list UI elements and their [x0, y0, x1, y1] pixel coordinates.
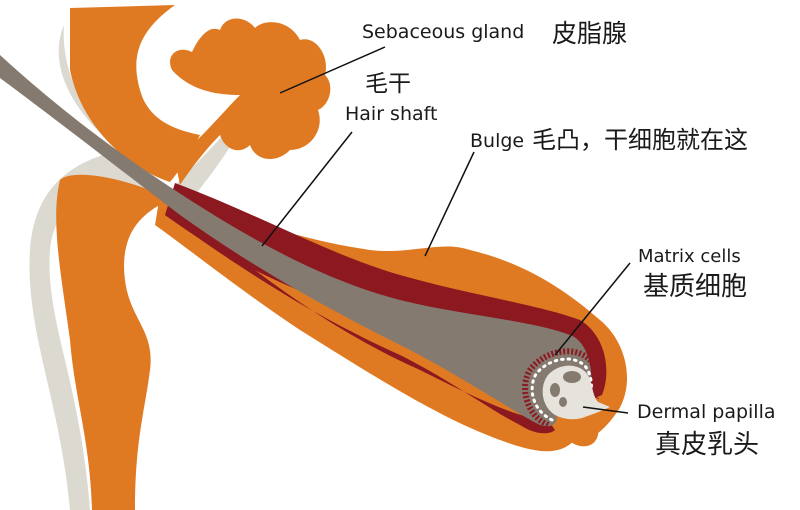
label-bulge-en: Bulge [470, 130, 525, 152]
bulb-lip [565, 419, 599, 447]
label-dermal-papilla-en: Dermal papilla [637, 401, 776, 423]
label-hair-shaft-zh: 毛干 [365, 71, 411, 97]
dermal-papilla [542, 365, 610, 420]
label-matrix-cells-zh: 基质细胞 [643, 272, 748, 302]
epidermis-upper [70, 5, 200, 182]
leader-sebaceous [279, 46, 386, 94]
inner-root-sheath [165, 183, 607, 400]
papilla-cell [563, 371, 581, 383]
label-matrix-cells-en: Matrix cells [638, 246, 741, 267]
label-sebaceous-gland-zh: 皮脂腺 [552, 19, 628, 48]
leader-hair-shaft [261, 131, 353, 247]
leader-matrix [554, 262, 631, 356]
dermis-column [56, 174, 170, 510]
leader-lines [261, 46, 631, 414]
sebaceous-gland [170, 18, 331, 185]
papilla-cell [559, 397, 567, 407]
label-dermal-papilla-zh: 真皮乳头 [655, 430, 760, 460]
leader-papilla [582, 406, 629, 414]
leader-bulge [424, 151, 475, 257]
label-bulge-zh: 毛凸，干细胞就在这 [532, 126, 748, 154]
sebaceous-duct-shadow [175, 95, 255, 195]
epidermis-shadow [29, 25, 175, 510]
label-hair-shaft-en: Hair shaft [345, 103, 438, 125]
papilla-cell [550, 383, 560, 397]
label-sebaceous-gland-en: Sebaceous gland [362, 21, 525, 43]
hair-shaft [0, 55, 592, 427]
